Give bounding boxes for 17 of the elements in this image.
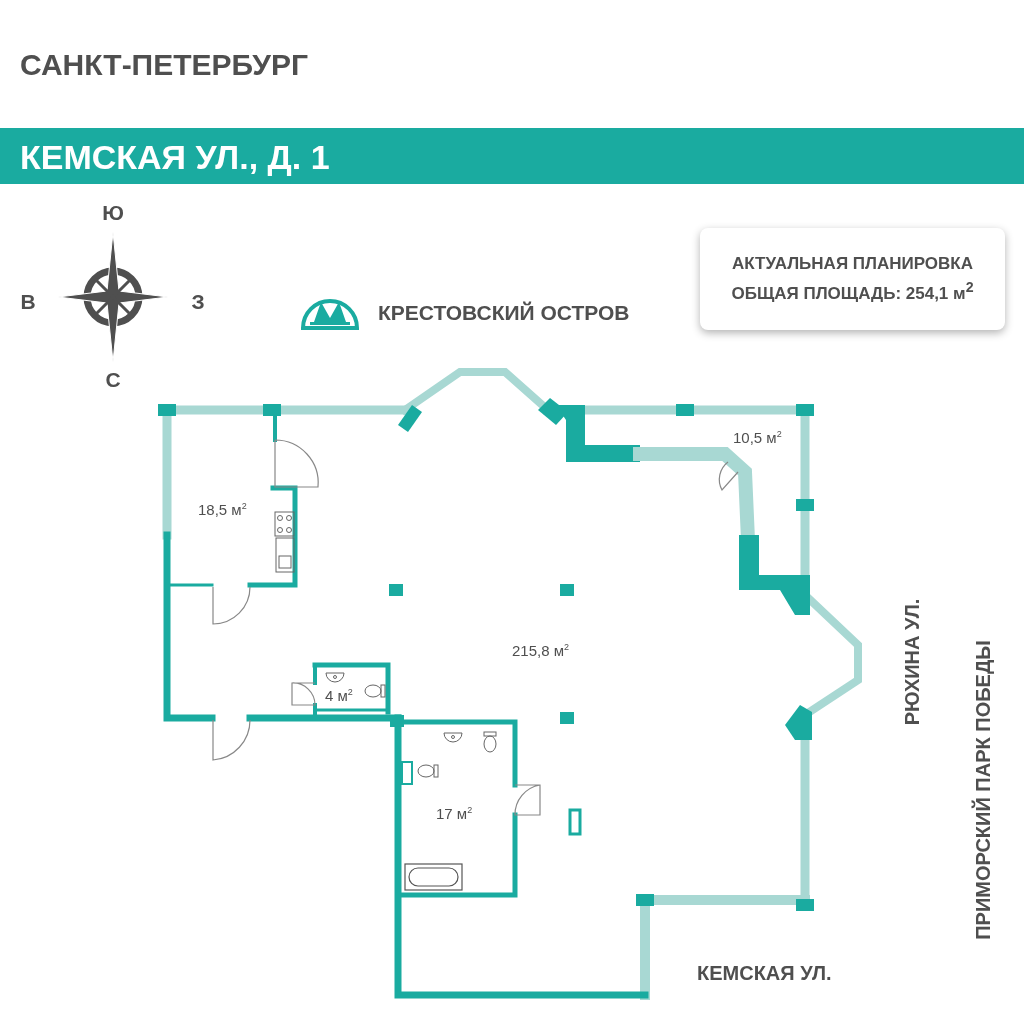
metro-station-name: КРЕСТОВСКИЙ ОСТРОВ (378, 301, 630, 325)
compass-label: З (191, 290, 205, 314)
compass-label: С (105, 368, 121, 392)
street-name: ПРИМОРСКИЙ ПАРК ПОБЕДЫ (972, 640, 994, 940)
compass-label: В (20, 290, 36, 314)
room-area: 4 м$^{2}$ (325, 688, 353, 705)
street-name: РЮХИНА УЛ. (901, 598, 923, 726)
room-area: 215,8 м$^{2}$ (512, 643, 570, 660)
room-area: 17 м$^{2}$ (436, 806, 473, 823)
compass-label: Ю (102, 201, 124, 225)
city-name: САНКТ-ПЕТЕРБУРГ (20, 48, 309, 81)
title: КЕМСКАЯ УЛ., Д. 1 (20, 138, 330, 177)
street-name: КЕМСКАЯ УЛ. (697, 962, 832, 984)
room-area: 18,5 м$^{2}$ (198, 502, 247, 519)
room-area: 10,5 м$^{2}$ (733, 430, 782, 447)
info-text: АКТУАЛЬНАЯ ПЛАНИРОВКА ОБЩАЯ ПЛОЩАДЬ: 254,1 м$^{2}$ (730, 253, 975, 305)
info-card (700, 228, 1005, 330)
